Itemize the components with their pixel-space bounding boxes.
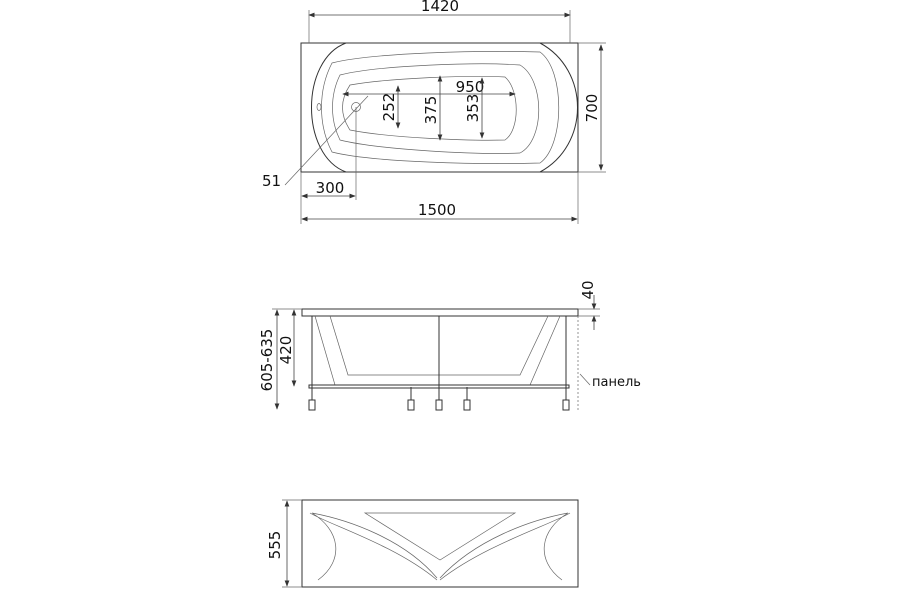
dim-300: 300 [316, 179, 345, 197]
front-panel-view: 555 [266, 499, 579, 588]
dim-375: 375 [422, 96, 440, 125]
tub-body-inner [329, 315, 549, 376]
panel-pattern-center [363, 512, 517, 561]
dim-40: 40 [579, 280, 597, 299]
frame-bar [308, 384, 570, 389]
panel-pattern-left [309, 512, 438, 581]
tub-rim-side [301, 308, 579, 317]
top-view: 1420 700 1500 300 51 950 252 375 353 [262, 0, 606, 224]
panel-label: панель [592, 375, 641, 390]
legs [308, 316, 570, 411]
dim-353: 353 [464, 94, 482, 123]
dim-950: 950 [456, 78, 485, 96]
dim-51: 51 [262, 172, 281, 190]
tub-rim-right [539, 42, 578, 173]
dim-1500: 1500 [418, 201, 456, 219]
overflow-icon [316, 103, 322, 111]
side-view: 605-635 420 40 панель [258, 280, 641, 411]
dim-420: 420 [277, 336, 295, 365]
tub-inner-rim [321, 51, 560, 164]
dim-1420: 1420 [421, 0, 459, 15]
dim-700: 700 [583, 94, 601, 123]
tub-rim-left [311, 42, 347, 173]
tub-basin [332, 63, 539, 154]
dim-252: 252 [380, 93, 398, 122]
tub-bottom [342, 76, 517, 141]
panel-pattern-right [439, 512, 571, 581]
panel-outline [301, 499, 579, 588]
dim-555: 555 [266, 531, 284, 560]
dim-605-635: 605-635 [258, 329, 276, 392]
